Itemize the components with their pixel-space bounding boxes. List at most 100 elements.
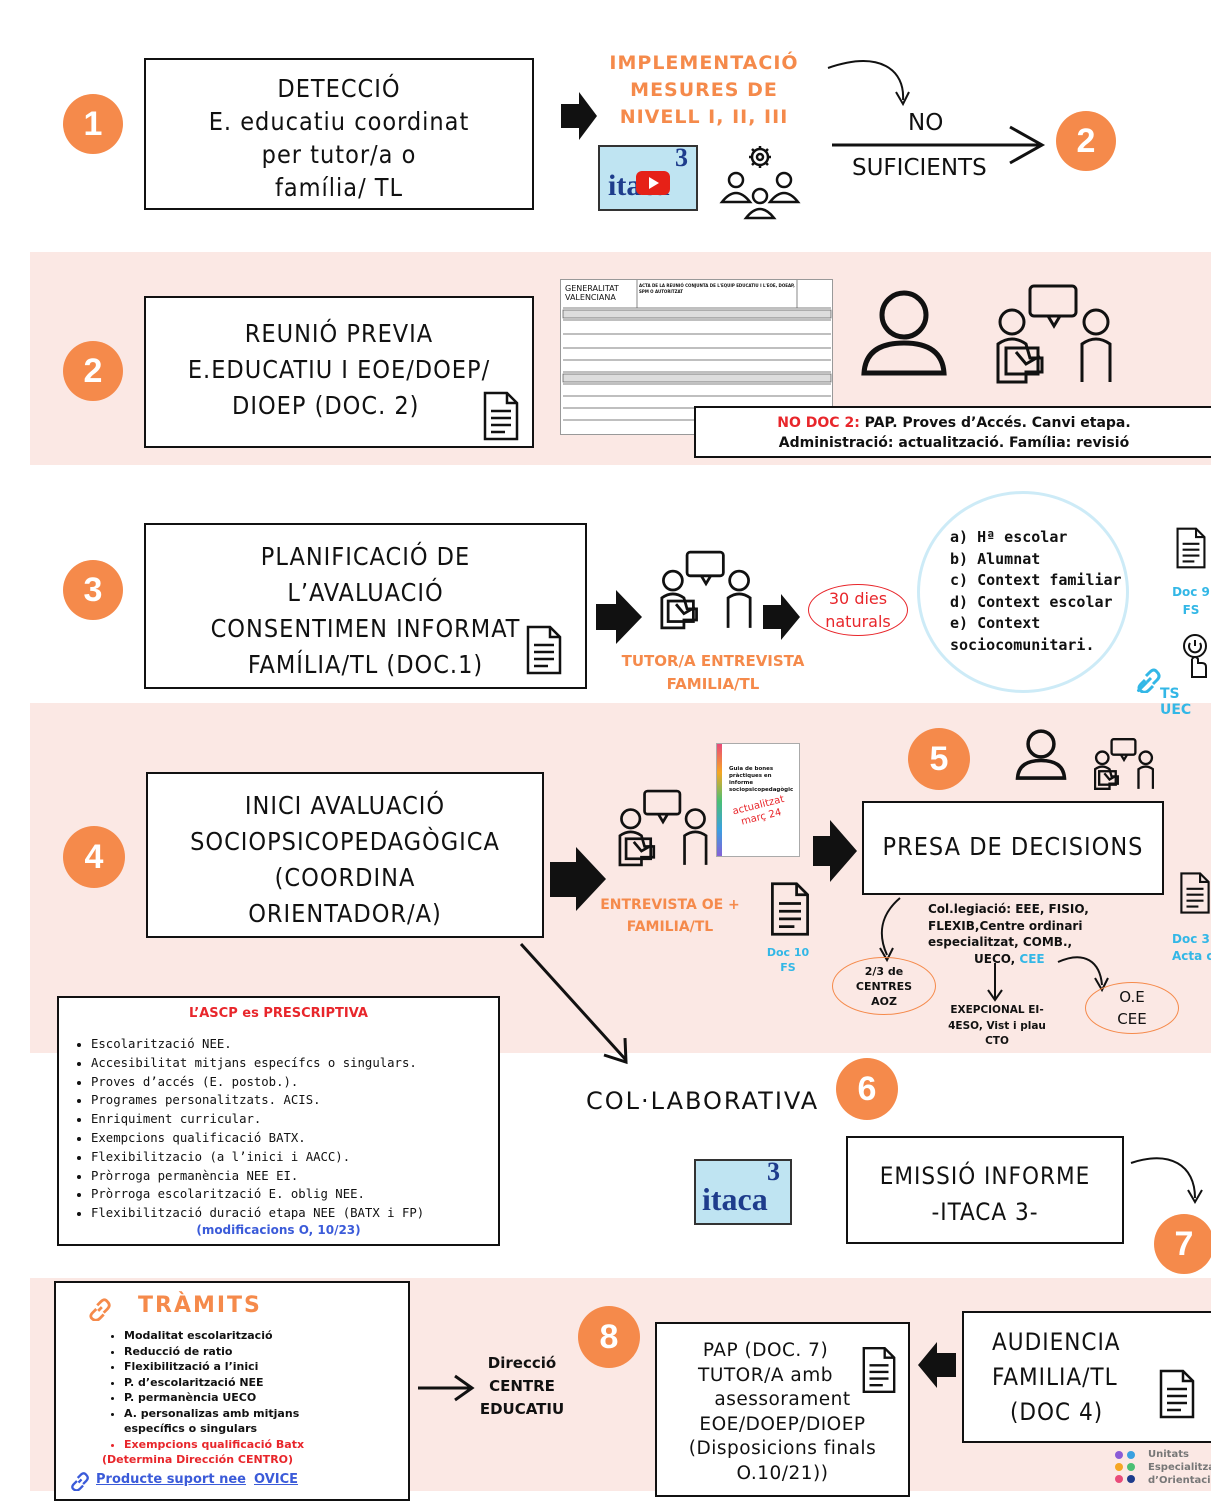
tramits-list: Modalitat escolarització Reducció de rat… bbox=[106, 1328, 304, 1452]
logo-line2: Especialitza bbox=[1148, 1462, 1211, 1473]
doc9-line2: FS bbox=[1182, 603, 1200, 617]
eval-line3: (COORDINA bbox=[274, 863, 416, 892]
step-number-7: 7 bbox=[1154, 1214, 1211, 1274]
sufficient-label: SUFICIENTS bbox=[852, 155, 987, 181]
list-item: Enriquiment curricular. bbox=[91, 1110, 498, 1129]
itaca-logo-number: 3 bbox=[767, 1157, 780, 1186]
exceptional-text: EXEPCIONAL EI- 4ESO, Vist i plau CTO bbox=[945, 1003, 1049, 1050]
exceptional-line2: 4ESO, Vist i plau bbox=[948, 1019, 1046, 1032]
document-icon[interactable] bbox=[768, 880, 812, 938]
link-icon bbox=[89, 1298, 111, 1321]
aoz-oval: 2/3 de CENTRES AOZ bbox=[832, 957, 936, 1015]
document-icon bbox=[483, 391, 519, 441]
document-icon[interactable] bbox=[1174, 527, 1208, 569]
list-item: Flexibilització duració etapa NEE (BATX … bbox=[91, 1204, 498, 1223]
ovice-link[interactable]: OVICE bbox=[254, 1472, 299, 1487]
team-gear-icon bbox=[719, 146, 801, 220]
document-icon[interactable] bbox=[1178, 870, 1211, 916]
doc9-line1: Doc 9 bbox=[1172, 585, 1210, 599]
interview-icon bbox=[618, 789, 708, 867]
interview-icon bbox=[996, 284, 1112, 384]
list-item-red: Exempcions qualificació Batx bbox=[124, 1437, 304, 1453]
pap-line2: TUTOR/A amb bbox=[698, 1364, 833, 1386]
list-item: Programes personalitzats. ACIS. bbox=[91, 1091, 498, 1110]
interview-icon bbox=[1094, 738, 1154, 790]
context-item: e) Context bbox=[950, 614, 1041, 632]
evaluation-start-box: INICI AVALUACIÓ SOCIOPSICOPEDAGÒGICA (CO… bbox=[146, 772, 544, 938]
interview-icon bbox=[660, 550, 752, 630]
context-item: sociocomunitari. bbox=[950, 635, 1095, 654]
logo-line1: Unitats bbox=[1148, 1449, 1189, 1460]
goto-step-2[interactable]: 2 bbox=[1056, 111, 1116, 171]
itaca-logo-word: itaca bbox=[702, 1181, 768, 1217]
direction-line1: Direcció bbox=[487, 1354, 557, 1372]
step-number-6: 6 bbox=[836, 1058, 898, 1120]
list-item-cont: específics o singulars bbox=[124, 1422, 258, 1435]
list-item: A. personalizas amb mitjans bbox=[124, 1406, 304, 1422]
planning-box: PLANIFICACIÓ DE L’AVALUACIÓ CONSENTIMEN … bbox=[144, 523, 587, 689]
detection-title: DETECCIÓ bbox=[277, 74, 401, 103]
guide-thumbnail[interactable]: Guia de bones pràctiques en informe soci… bbox=[716, 743, 800, 857]
ts-uec-link[interactable]: TS UEC bbox=[1160, 686, 1192, 718]
eval-line1: INICI AVALUACIÓ bbox=[244, 791, 446, 820]
eval-line4: ORIENTADOR/A) bbox=[248, 899, 442, 928]
no-doc2-line2: Administració: actualització. Família: r… bbox=[778, 435, 1130, 451]
no-doc2-note: NO DOC 2: PAP. Proves d’Accés. Canvi eta… bbox=[694, 406, 1211, 458]
context-item: b) Alumnat bbox=[950, 549, 1041, 568]
list-item: Pròrroga permanència NEE EI. bbox=[91, 1167, 498, 1186]
document-icon bbox=[1159, 1369, 1195, 1419]
tutor-line2: FAMILIA/TL bbox=[666, 675, 760, 693]
oe-line2: CEE bbox=[1117, 1010, 1147, 1028]
pap-line1: PAP (DOC. 7) bbox=[702, 1340, 829, 1361]
tutor-line1: TUTOR/A ENTREVISTA bbox=[621, 652, 805, 670]
updated-stamp: actualitzat març 24 bbox=[725, 792, 795, 831]
collegiation-text: Col.legiació: EEE, FISIO, FLEXIB,Centre … bbox=[928, 901, 1098, 967]
form-title: ACTA DE LA REUNIÓ CONJUNTA DE L'EQUIP ED… bbox=[639, 283, 795, 294]
oe-interview-line2: FAMILIA/TL bbox=[626, 919, 714, 935]
list-item: Pròrroga escolarització E. oblig NEE. bbox=[91, 1185, 498, 1204]
itaca-video-thumbnail[interactable]: 3 itaca bbox=[598, 143, 698, 211]
context-circle bbox=[917, 491, 1129, 693]
step-number-8: 8 bbox=[578, 1306, 640, 1368]
eval-line2: SOCIOPSICOPEDAGÒGICA bbox=[190, 827, 500, 856]
play-icon[interactable] bbox=[636, 171, 670, 195]
decision-box: PRESA DE DECISIONS bbox=[862, 801, 1164, 895]
itaca-logo[interactable]: 3 itaca bbox=[694, 1157, 792, 1225]
oe-line1: O.E bbox=[1119, 988, 1145, 1006]
report-line2: -ITACA 3- bbox=[931, 1198, 1039, 1226]
impl-line3: NIVELL I, II, III bbox=[619, 106, 789, 128]
doc3-line2: Acta co bbox=[1172, 949, 1211, 963]
list-item: Escolarització NEE. bbox=[91, 1035, 498, 1054]
pap-box: PAP (DOC. 7) TUTOR/A amb asessorament EO… bbox=[655, 1322, 910, 1497]
oe-cee-oval: O.E CEE bbox=[1085, 982, 1179, 1034]
context-item: c) Context familiar bbox=[950, 571, 1122, 589]
link-icon[interactable] bbox=[1136, 667, 1162, 693]
aoz-line2: CENTRES bbox=[855, 980, 913, 993]
prior-meeting-line1: REUNIÓ PREVIA bbox=[244, 319, 434, 348]
ascp-footnote: (modificacions O, 10/23) bbox=[196, 1222, 361, 1237]
hearing-line1: AUDIENCIA bbox=[992, 1328, 1121, 1356]
context-item: d) Context escolar bbox=[950, 592, 1113, 611]
school-direction-label: Direcció CENTRE EDUCATIU bbox=[472, 1352, 572, 1421]
itaca-number: 3 bbox=[675, 143, 688, 172]
product-support-link[interactable]: Producte suport nee bbox=[96, 1472, 246, 1487]
aoz-line1: 2/3 de bbox=[864, 965, 904, 978]
doc9-label: Doc 9 FS bbox=[1164, 583, 1211, 619]
prior-meeting-line2: E.EDUCATIU I EOE/DOEP/ bbox=[187, 355, 491, 384]
touch-icon[interactable] bbox=[1180, 633, 1210, 683]
list-item: Flexibilitzacio (a l’inici i AACC). bbox=[91, 1148, 498, 1167]
doc3-line1: Doc 3 bbox=[1172, 932, 1210, 946]
link-icon[interactable] bbox=[70, 1471, 90, 1491]
detection-line3: per tutor/a o bbox=[261, 140, 417, 169]
collegiation-line4: UECO, bbox=[974, 951, 1020, 966]
list-item: P. d’escolarització NEE bbox=[124, 1375, 304, 1391]
hearing-line3: (DOC 4) bbox=[1010, 1398, 1104, 1426]
implementation-label: IMPLEMENTACIÓ MESURES DE NIVELL I, II, I… bbox=[604, 50, 804, 131]
direction-line3: EDUCATIU bbox=[479, 1400, 565, 1418]
uee-logo-text: Unitats Especialitza d’Orientació bbox=[1148, 1448, 1211, 1487]
pap-line3: asessorament bbox=[714, 1389, 851, 1410]
no-doc2-rest: PAP. Proves d’Accés. Canvi etapa. bbox=[859, 415, 1131, 431]
exceptional-line3: CTO bbox=[985, 1035, 1009, 1047]
context-list: a) Hª escolar b) Alumnat c) Context fami… bbox=[950, 527, 1122, 656]
